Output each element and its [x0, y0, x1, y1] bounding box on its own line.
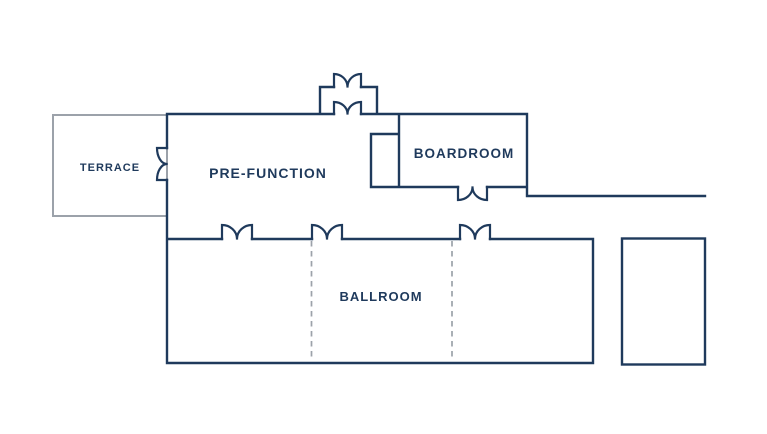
vestibule-top-door-icon [332, 72, 363, 89]
ballroom-door-1-icon [220, 223, 254, 241]
terrace-label: TERRACE [80, 162, 140, 174]
walls [165, 85, 707, 365]
side-room-outline [620, 237, 707, 366]
terrace-room-outline [52, 114, 168, 217]
ballroom-label: BALLROOM [339, 289, 422, 304]
ballroom-door-2-icon [310, 223, 344, 241]
ballroom-door-3-icon [458, 223, 492, 241]
boardroom-door-icon [456, 185, 489, 202]
pre-function-label: PRE-FUNCTION [209, 165, 327, 181]
boardroom-label: BOARDROOM [414, 146, 515, 161]
terrace-door-icon [155, 146, 169, 182]
vestibule-inner-door-icon [332, 100, 363, 116]
